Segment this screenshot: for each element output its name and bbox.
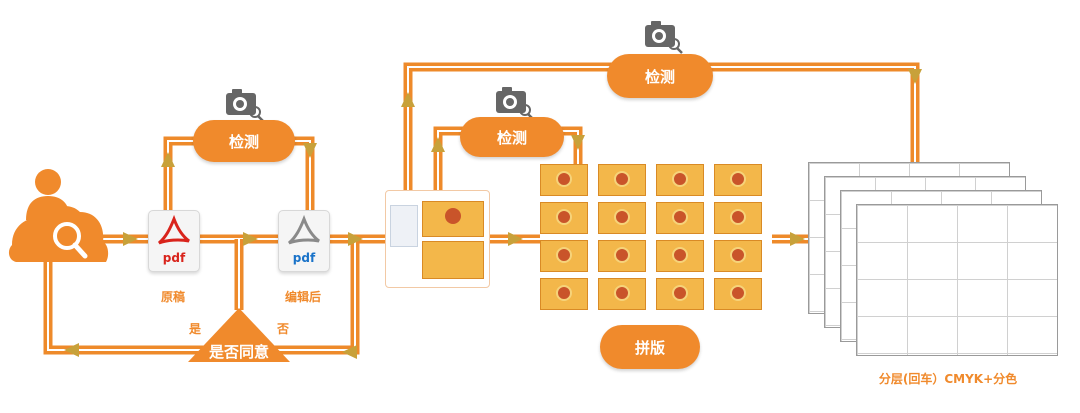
- imposition-tile: [598, 164, 646, 196]
- camera-search-icon: [226, 89, 264, 122]
- imposition-tile: [540, 278, 588, 310]
- original-caption: 原稿: [160, 290, 185, 304]
- arrow-icon: [401, 92, 415, 107]
- decision-yes: 是: [188, 322, 201, 336]
- imposition-tile: [714, 278, 762, 310]
- arrow-icon: [508, 232, 523, 246]
- arrow-icon: [348, 232, 363, 246]
- arrow-icon: [303, 143, 317, 158]
- imposition-tile: [540, 240, 588, 272]
- arrow-icon: [123, 232, 138, 246]
- imposition-pill: 拼版: [600, 325, 700, 369]
- arrow-icon: [790, 232, 805, 246]
- imposition-tile: [598, 240, 646, 272]
- camera-search-icon: [496, 87, 534, 120]
- arrow-icon: [342, 345, 357, 359]
- arrow-icon: [571, 135, 585, 150]
- decision-triangle: [188, 308, 290, 362]
- edited-pdf-doc: pdf: [278, 210, 330, 272]
- camera-search-icon: [645, 21, 683, 54]
- arrow-icon: [431, 137, 445, 152]
- arrow-icon: [908, 69, 922, 84]
- check-pill-mid: 检测: [460, 117, 564, 157]
- imposition-tile: [714, 240, 762, 272]
- imposition-tile: [598, 278, 646, 310]
- imposition-tile: [656, 202, 704, 234]
- cmyk-layer-4: [856, 204, 1058, 356]
- separation-caption: 分层(回车）CMYK+分色: [878, 372, 1018, 386]
- imposition-tile: [714, 164, 762, 196]
- original-pdf-label: pdf: [162, 251, 186, 265]
- edited-caption: 编辑后: [284, 290, 321, 304]
- original-pdf-doc: pdf: [148, 210, 200, 272]
- check-pill-top: 检测: [607, 54, 713, 98]
- imposition-tile: [540, 202, 588, 234]
- arrow-icon: [243, 232, 258, 246]
- check-pill-left: 检测: [193, 120, 295, 162]
- imposition-tile: [598, 202, 646, 234]
- arrow-icon: [161, 152, 175, 167]
- decision-label: 是否同意: [208, 343, 269, 361]
- pdf-gray-icon: [287, 214, 320, 245]
- imposition-grid: [540, 164, 772, 312]
- imposition-tile: [656, 278, 704, 310]
- layout-sheet: [385, 190, 490, 288]
- decision-no: 否: [276, 322, 289, 336]
- arrow-icon: [64, 343, 79, 357]
- imposition-tile: [656, 164, 704, 196]
- user-search-icon: [8, 169, 109, 262]
- pdf-red-icon: [157, 214, 190, 245]
- arrow-heads: [64, 69, 922, 359]
- imposition-tile: [656, 240, 704, 272]
- edited-pdf-label: pdf: [292, 251, 316, 265]
- imposition-tile: [540, 164, 588, 196]
- imposition-tile: [714, 202, 762, 234]
